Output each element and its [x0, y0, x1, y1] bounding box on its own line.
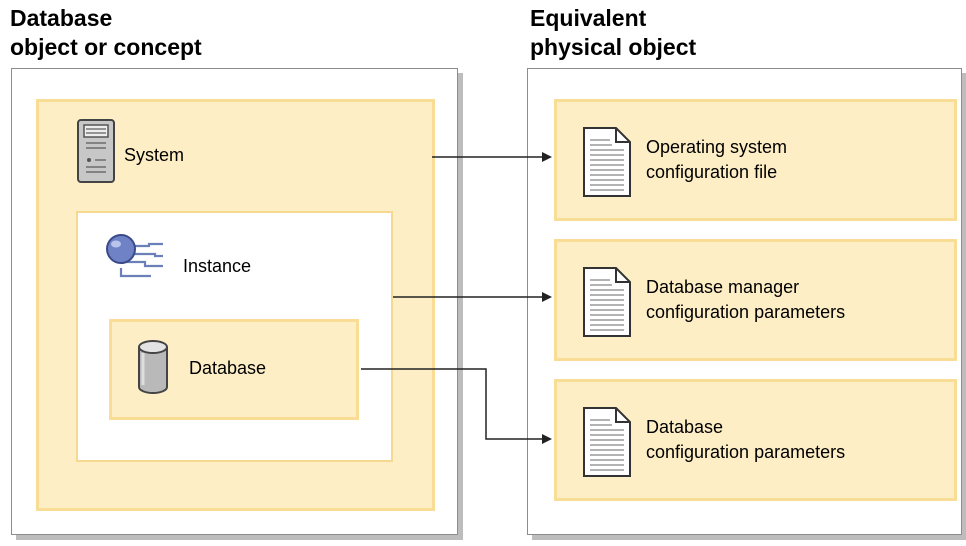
dbm-config-panel: Database manager configuration parameter… [554, 239, 957, 361]
instance-label: Instance [183, 256, 252, 276]
right-column-heading: Equivalent physical object [530, 5, 697, 60]
db-config-panel: Database configuration parameters [554, 379, 957, 501]
left-column-heading: Database object or concept [10, 5, 202, 60]
document-icon [583, 407, 631, 477]
system-panel: System Instance Database [36, 99, 435, 511]
server-icon [77, 119, 115, 183]
system-label: System [124, 145, 185, 165]
database-cylinder-icon [138, 340, 168, 394]
physical-column-box: Operating system configuration file Data… [527, 68, 962, 535]
instance-icon [106, 234, 163, 278]
database-panel: Database [109, 319, 359, 420]
db-config-label: Database configuration parameters [646, 417, 846, 462]
dbm-config-label: Database manager configuration parameter… [646, 277, 846, 322]
document-icon [583, 267, 631, 337]
os-config-panel: Operating system configuration file [554, 99, 957, 221]
os-config-label: Operating system configuration file [646, 137, 788, 182]
concept-column-box: System Instance Database [11, 68, 458, 535]
document-icon [583, 127, 631, 197]
instance-panel: Instance Database [76, 211, 393, 462]
database-label: Database [189, 358, 267, 378]
